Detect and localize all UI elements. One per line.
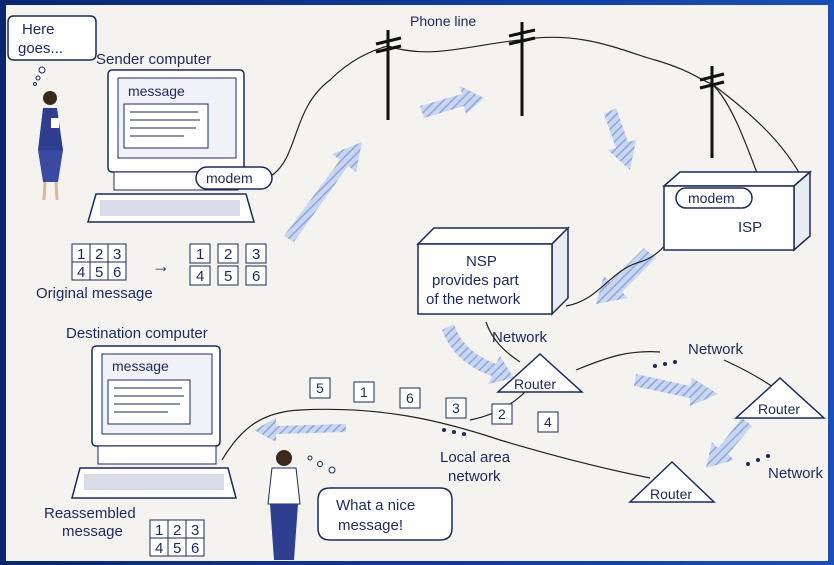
packet-label: 4 (196, 268, 204, 285)
grid-cell: 1 (155, 522, 163, 539)
network-label: Network (768, 465, 824, 482)
router (628, 460, 716, 503)
router-label: Router (650, 486, 692, 502)
grid-cell: 5 (95, 264, 103, 281)
utility-pole (508, 22, 536, 116)
modem (195, 166, 273, 190)
split-message-packets: 1 2 3 4 5 6 (189, 243, 267, 286)
packet-label: 5 (224, 268, 232, 285)
grid-cell: 3 (113, 246, 121, 263)
nsp-label: of the network (426, 291, 521, 308)
phone-line-label: Phone line (410, 13, 476, 29)
router (496, 352, 584, 393)
grid-cell: 3 (191, 522, 199, 539)
reassembled-message-grid: 1 2 3 4 5 6 (149, 519, 205, 557)
thought-bubble (7, 15, 97, 86)
nsp-label: NSP (466, 253, 497, 270)
packet-label: 1 (360, 384, 368, 400)
utility-pole (699, 66, 725, 158)
router (734, 376, 826, 419)
router-label: Router (758, 401, 800, 417)
grid-cell: 6 (113, 264, 121, 281)
isp-box (662, 170, 812, 252)
flow-arrow (284, 142, 362, 242)
speech-line: message! (338, 517, 403, 534)
sender-screen-label: message (128, 83, 185, 99)
reassembled-caption: message (62, 523, 123, 540)
link-dots (442, 360, 770, 466)
router-label: Router (514, 376, 556, 392)
original-message-grid: 1 2 3 4 5 6 (71, 243, 127, 281)
packet-label: 2 (224, 246, 232, 263)
flow-arrow (604, 108, 636, 170)
flow-arrow (254, 418, 346, 442)
isp-modem-label: modem (688, 190, 735, 206)
sender-computer-title: Sender computer (96, 51, 211, 68)
network-label: Network (492, 329, 548, 346)
packet-label: 4 (544, 414, 552, 430)
sender-modem-label: modem (206, 170, 253, 186)
speech-line: What a nice (336, 497, 415, 514)
utility-pole (375, 30, 402, 120)
packet-label: 6 (252, 268, 260, 285)
packet-label: 1 (196, 246, 204, 263)
grid-cell: 1 (77, 246, 85, 263)
speech-line: Here (22, 21, 55, 38)
flow-arrow (596, 248, 656, 304)
packet-label: 6 (406, 390, 414, 406)
destination-computer-title: Destination computer (66, 325, 208, 342)
grid-cell: 4 (155, 540, 163, 557)
flow-arrow (634, 374, 718, 406)
destination-computer (71, 345, 237, 499)
sender-computer (87, 69, 255, 223)
packet-label: 2 (498, 406, 506, 422)
grid-cell: 2 (173, 522, 181, 539)
grid-cell: 2 (95, 246, 103, 263)
flow-arrow (706, 418, 752, 468)
lan-label: Local area (440, 449, 511, 466)
packets-in-transit: 5 1 6 3 2 4 (309, 377, 559, 433)
packet-label: 3 (252, 246, 260, 263)
nsp-box (416, 226, 570, 316)
flow-arrow (420, 86, 484, 118)
speech-line: goes... (18, 40, 63, 57)
original-message-caption: Original message (36, 285, 153, 302)
thought-bubble (307, 455, 453, 541)
sender-person (38, 91, 63, 201)
isp-label: ISP (738, 219, 762, 236)
network-label: Network (688, 341, 744, 358)
grid-cell: 6 (191, 540, 199, 557)
reassembled-caption: Reassembled (44, 505, 136, 522)
lan-label: network (448, 468, 501, 485)
grid-cell: 4 (77, 264, 85, 281)
packet-label: 3 (452, 400, 460, 416)
nsp-label: provides part (432, 272, 520, 289)
destination-screen-label: message (112, 358, 169, 374)
flow-arrow (442, 324, 514, 384)
grid-cell: 5 (173, 540, 181, 557)
receiver-person (267, 450, 301, 560)
split-arrow: → (152, 256, 170, 276)
packet-label: 5 (316, 380, 324, 396)
